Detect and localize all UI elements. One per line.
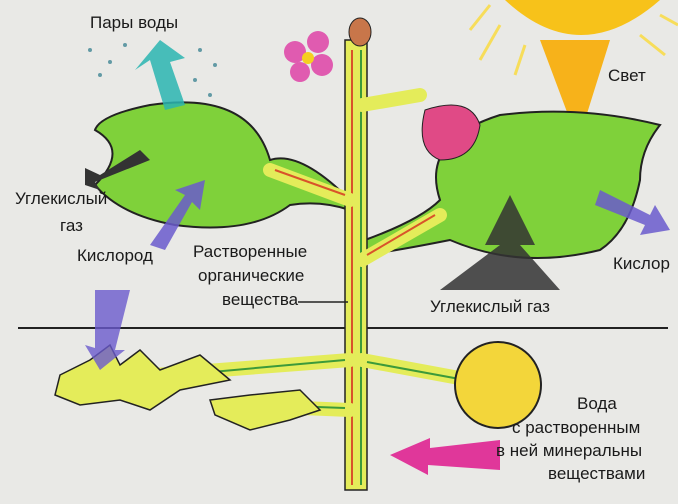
left-leaf — [93, 101, 351, 229]
label-water-line3: в ней минеральны — [496, 441, 643, 460]
label-co2-right: Углекислый газ — [430, 297, 550, 316]
label-oxygen-right: Кислор — [613, 254, 670, 273]
roots — [54, 343, 232, 411]
label-water-line2: с растворенным — [512, 418, 641, 437]
vapor-arrow — [135, 40, 185, 110]
minerals-arrow — [390, 438, 500, 475]
sun-icon — [468, 0, 678, 76]
co2-left-arrow — [85, 150, 150, 190]
co2-right-arrow — [440, 195, 560, 290]
oxygen-left-arrow-bottom — [85, 290, 130, 370]
vapor-dots — [88, 43, 217, 97]
label-organic-line3: вещества — [222, 290, 299, 309]
label-water-line1: Вода — [577, 394, 617, 413]
label-water-line4: веществами — [548, 464, 646, 483]
oxygen-right-arrow — [595, 190, 670, 235]
bud-icon — [348, 17, 372, 47]
label-co2-left-line1: Углекислый — [15, 189, 108, 208]
oxygen-left-arrow-top — [150, 180, 205, 250]
strawberry-icon — [421, 104, 481, 161]
flower-icon — [284, 31, 333, 82]
label-light: Свет — [608, 66, 646, 85]
tuber — [454, 341, 542, 429]
label-water-vapor: Пары воды — [90, 13, 179, 32]
label-organic-line1: Растворенные — [193, 242, 308, 261]
label-oxygen-left: Кислород — [77, 246, 153, 265]
label-organic-line2: органические — [198, 266, 305, 285]
label-co2-left-line2: газ — [60, 216, 83, 235]
